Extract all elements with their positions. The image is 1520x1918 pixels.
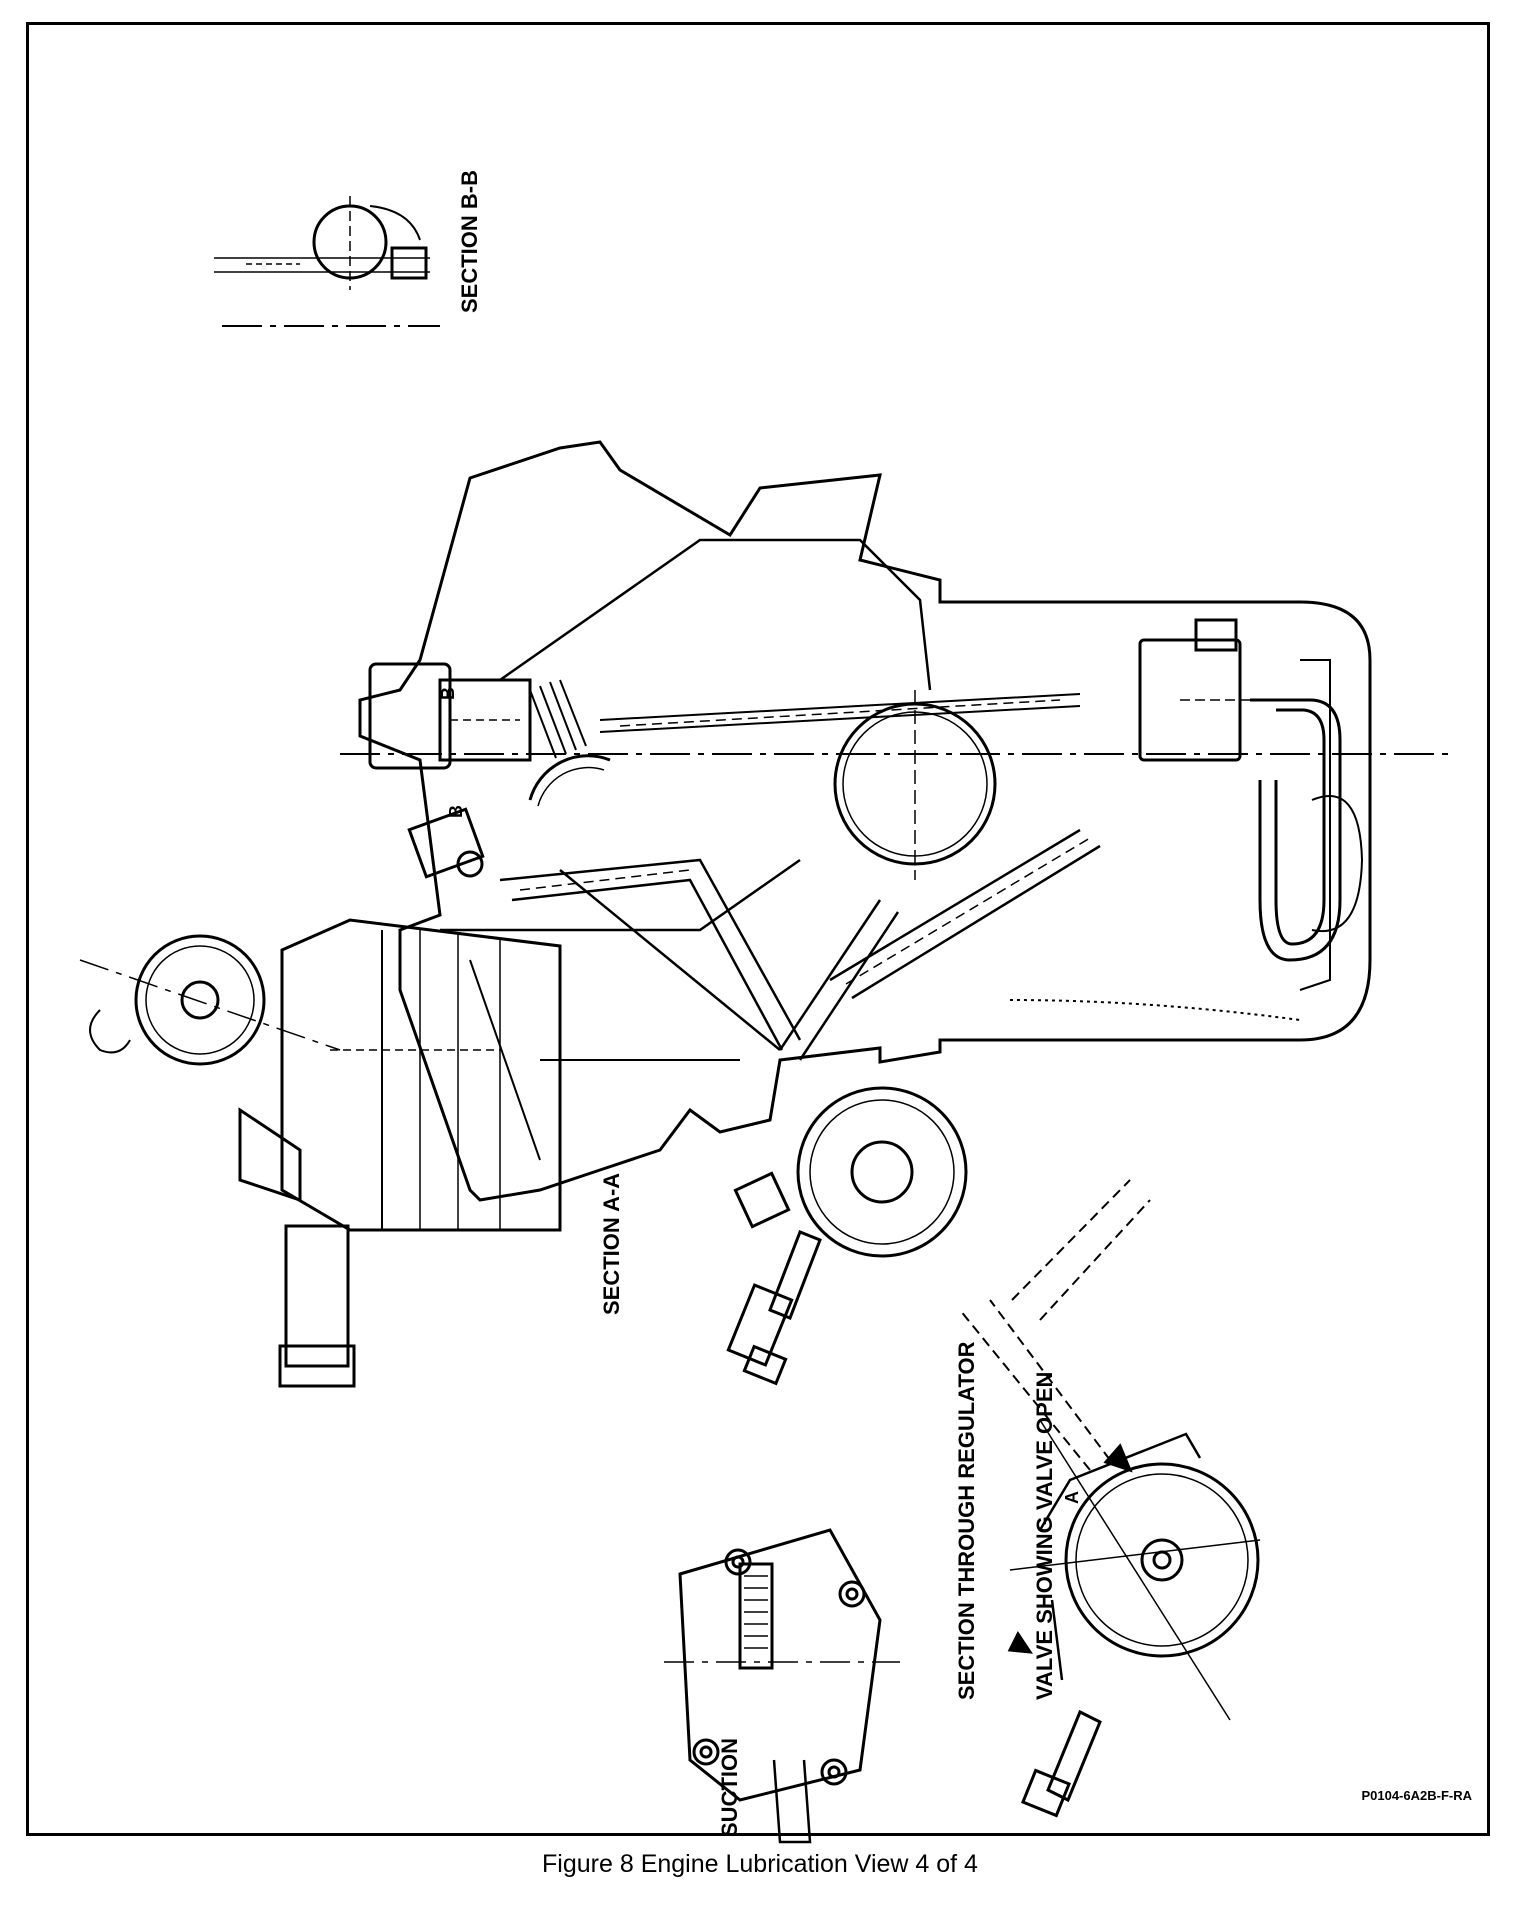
marker-b-bottom: B	[446, 805, 466, 818]
suction-pump-detail	[664, 1528, 900, 1844]
regulator-section-label: SECTION THROUGH REGULATOR VALVE SHOWING …	[902, 1341, 1057, 1700]
section-bb-detail	[214, 196, 440, 327]
section-bb-label: SECTION B-B	[457, 170, 482, 313]
regulator-label-line2: VALVE SHOWING VALVE OPEN	[1032, 1371, 1057, 1700]
engine-block-section	[340, 440, 1450, 1386]
figure-caption: Figure 8 Engine Lubrication View 4 of 4	[542, 1850, 978, 1878]
marker-b-top: B	[438, 687, 458, 700]
section-aa-detail	[79, 918, 562, 1388]
figure-code: P0104-6A2B-F-RA	[1361, 1788, 1472, 1803]
section-aa-label: SECTION A-A	[599, 1172, 624, 1315]
marker-a: A	[1062, 1491, 1082, 1504]
suction-label: SUCTION	[717, 1738, 742, 1837]
regulator-valve-detail	[959, 1179, 1261, 1818]
diagram-frame	[26, 22, 1490, 1836]
regulator-label-line1: SECTION THROUGH REGULATOR	[954, 1341, 979, 1700]
